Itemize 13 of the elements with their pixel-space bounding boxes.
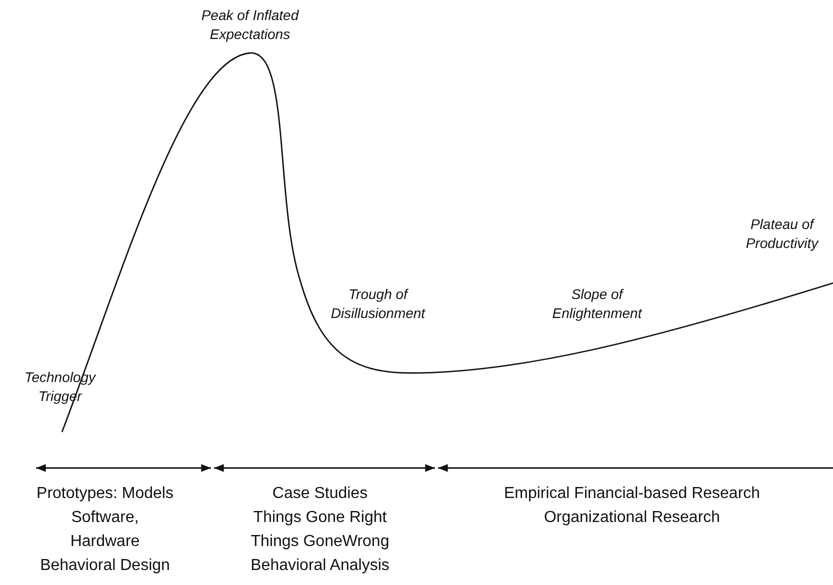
phase-activity-text: Behavioral Design <box>39 556 171 576</box>
phase-activity-text: Things GoneWrong <box>250 532 390 552</box>
phase-activity-text: Software, Hardware <box>69 508 141 552</box>
phase-activity-text: Organizational Research <box>542 508 722 528</box>
phase-label: Slope of Enlightenment <box>551 285 644 323</box>
phase-label: Peak of Inflated Expectations <box>200 6 300 44</box>
phase-activity-text: Case Studies <box>271 484 369 504</box>
phase-label: Trough of Disillusionment <box>330 285 426 323</box>
phase-activity-text: Things Gone Right <box>252 508 388 528</box>
phase-activity-text: Empirical Financial-based Research <box>502 484 762 504</box>
phase-label: Plateau of Productivity <box>744 215 820 253</box>
phase-activity-text: Prototypes: Models <box>36 484 174 504</box>
phase-activity-text: Behavioral Analysis <box>250 556 390 576</box>
